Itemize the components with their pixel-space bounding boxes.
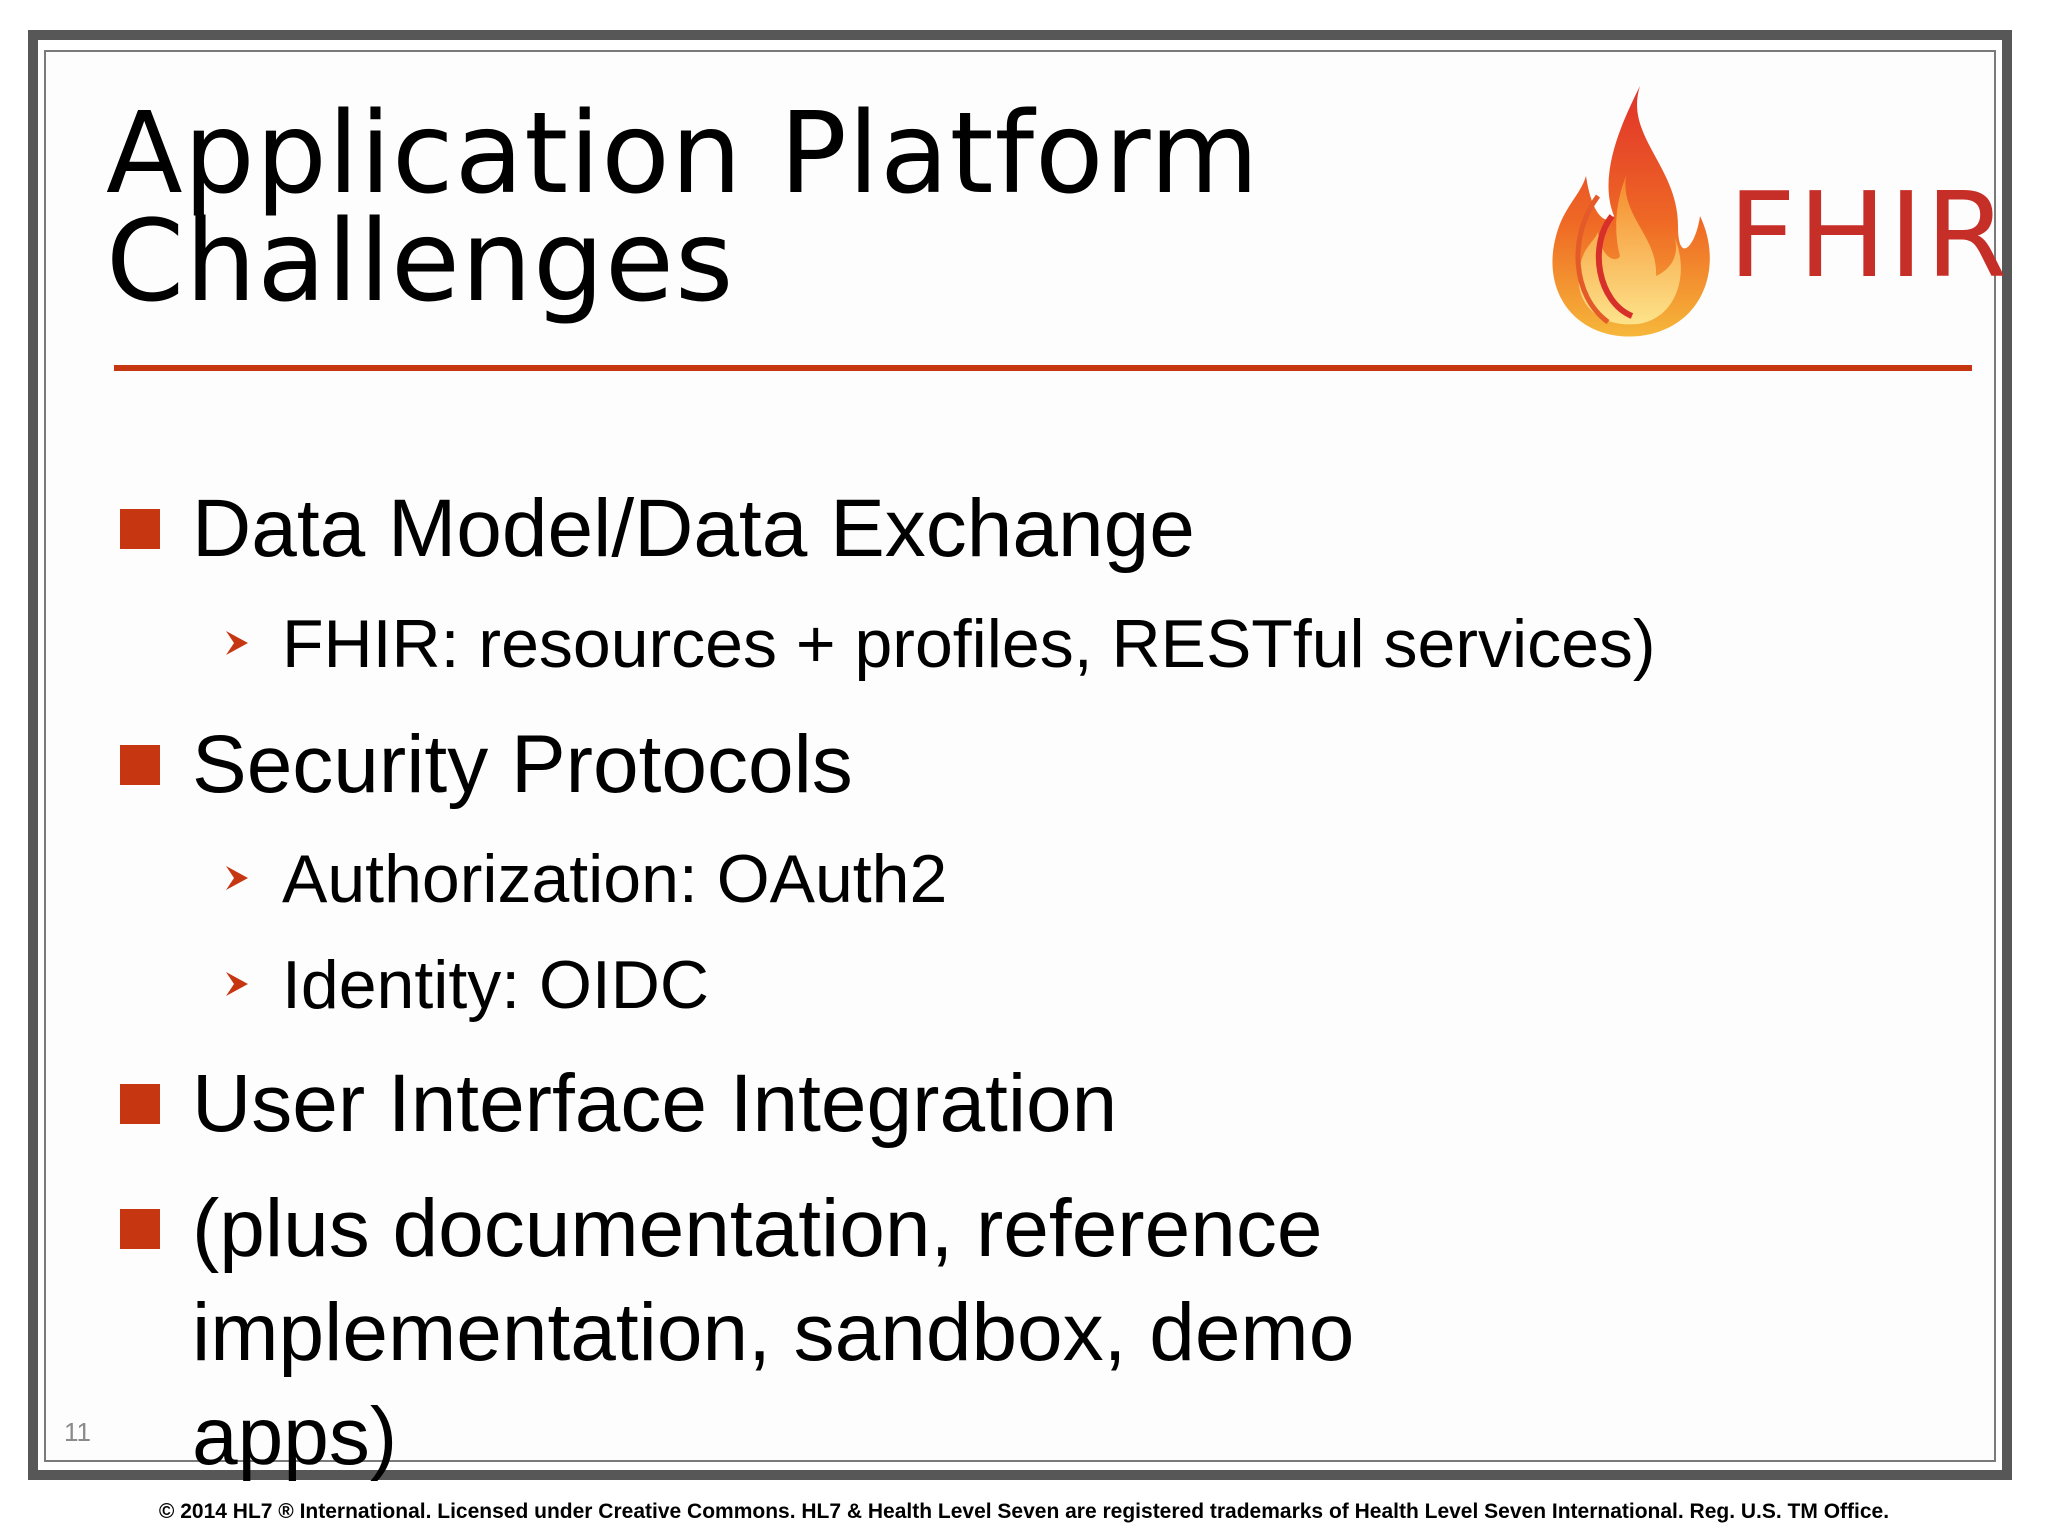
bullet-item-level1: Security Protocols: [120, 713, 1952, 817]
bullet-text: (plus documentation, reference implement…: [192, 1183, 1355, 1482]
slide-frame: Application Platform Challenges: [28, 30, 2012, 1482]
bullet-text: Data Model/Data Exchange: [192, 483, 1195, 574]
bullet-item-level1: Data Model/Data Exchange: [120, 477, 1952, 581]
square-bullet-icon: [120, 1084, 160, 1124]
bullet-item-level1: (plus documentation, reference implement…: [120, 1177, 1512, 1489]
arrowhead-bullet-icon: [226, 972, 248, 996]
arrowhead-bullet-icon: [226, 631, 248, 655]
bullet-text: User Interface Integration: [192, 1058, 1118, 1149]
copyright-footer: © 2014 HL7 ® International. Licensed und…: [158, 1500, 1890, 1523]
square-bullet-icon: [120, 1209, 160, 1249]
fhir-logo-text: FHIR: [1728, 166, 2010, 304]
bullet-item-level2: Authorization: OAuth2: [226, 834, 1982, 924]
square-bullet-icon: [120, 745, 160, 785]
slide-number: 11: [64, 1417, 91, 1447]
bullet-text: Identity: OIDC: [282, 947, 710, 1023]
square-bullet-icon: [120, 509, 160, 549]
fhir-logo: FHIR: [1528, 66, 2007, 346]
slide-title-line-1: Application Platform: [106, 89, 1260, 219]
slide-title: Application Platform Challenges: [106, 89, 1260, 327]
slide-canvas: Application Platform Challenges: [44, 50, 2007, 1482]
flame-logo-icon: [1552, 86, 1710, 337]
bullet-item-level2: Identity: OIDC: [226, 940, 1982, 1030]
bullet-item-level1: User Interface Integration: [120, 1052, 1952, 1156]
title-divider: [114, 365, 1972, 371]
bullet-item-level2: FHIR: resources + profiles, RESTful serv…: [226, 599, 1982, 689]
bullet-text: Authorization: OAuth2: [282, 841, 948, 917]
bullet-text: Security Protocols: [192, 719, 853, 810]
arrowhead-bullet-icon: [226, 866, 248, 890]
bullet-text: FHIR: resources + profiles, RESTful serv…: [282, 606, 1656, 682]
slide-title-line-2: Challenges: [106, 197, 735, 327]
